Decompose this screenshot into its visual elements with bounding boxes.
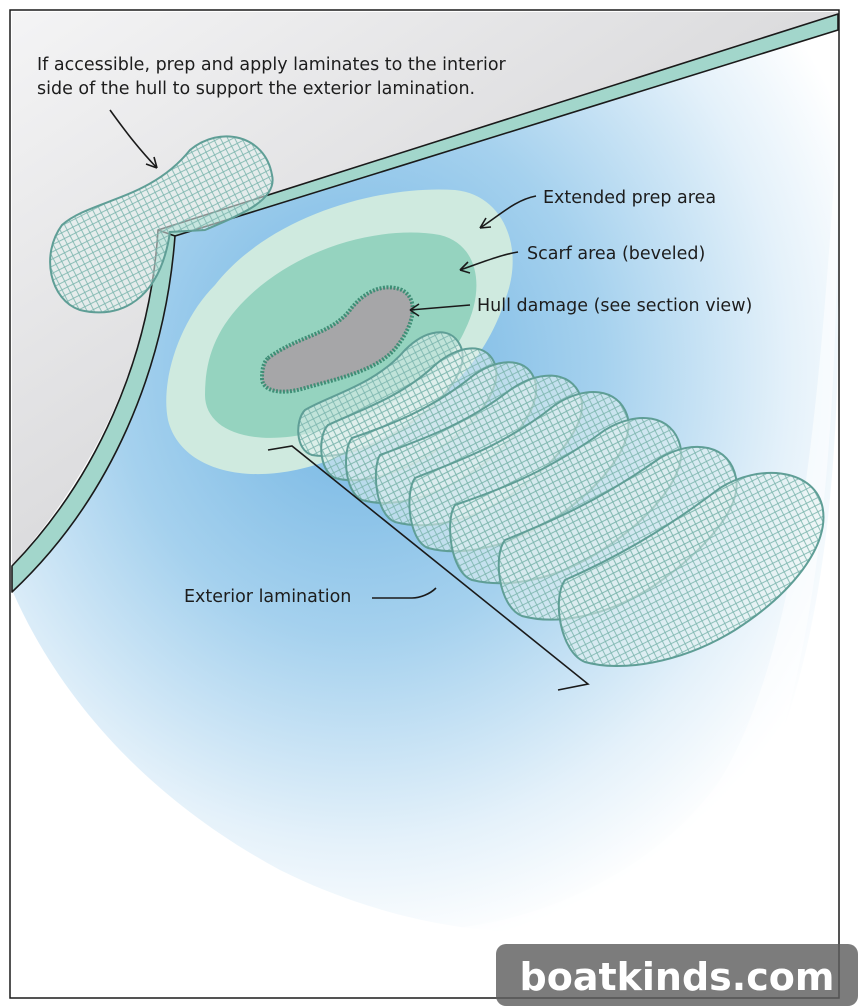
scarf-area-label: Scarf area (beveled): [527, 244, 705, 264]
hull-skin-edge: [11, 13, 839, 593]
extended-prep-label: Extended prep area: [543, 188, 716, 208]
watermark-badge: [496, 944, 858, 1006]
interior-note-line-1: If accessible, prep and apply laminates …: [37, 55, 507, 75]
leader-exterior-lamination: [372, 587, 437, 599]
hull-damage-label: Hull damage (see section view): [477, 296, 752, 316]
exterior-lamination-label: Exterior lamination: [184, 587, 351, 607]
leader-scarf: [459, 251, 519, 271]
interior-laminate-patch: [49, 135, 274, 314]
leader-extended-prep: [479, 195, 537, 229]
exterior-lamination-plies: [297, 331, 825, 667]
leader-damage: [409, 304, 471, 311]
ply-8: [557, 471, 825, 667]
interior-note-line-2: side of the hull to support the exterior…: [37, 79, 475, 99]
watermark-text: boatkinds.com: [520, 955, 835, 999]
lamination-bracket: [267, 445, 590, 691]
hull-damage: [260, 285, 415, 394]
watermark: boatkinds.com: [496, 944, 858, 1006]
leader-interior-note: [109, 109, 158, 169]
